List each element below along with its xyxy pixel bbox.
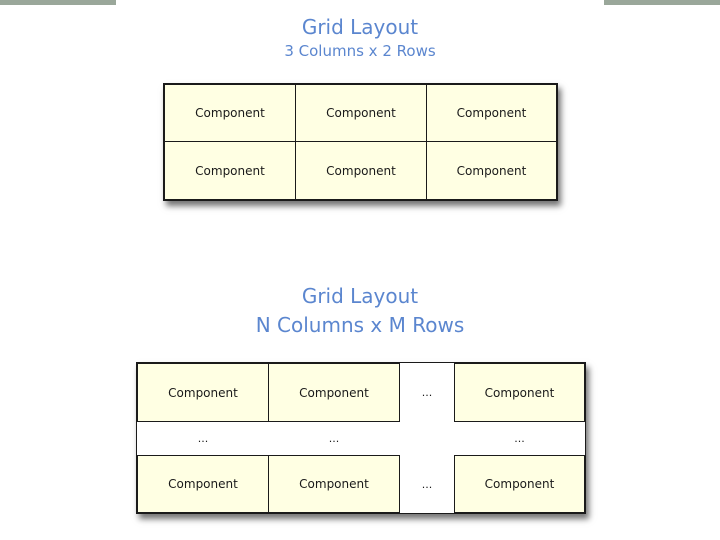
grid-nxm-column-ellipsis: ...	[400, 455, 454, 513]
grid-nxm-cell: Component	[454, 363, 585, 422]
grid-nxm-row-ellipsis: ...	[268, 422, 400, 455]
grid-3x2-subtitle: 3 Columns x 2 Rows	[284, 42, 436, 60]
grid-3x2-cell: Component	[426, 84, 557, 142]
grid-3x2-diagram: Component Component Component Component …	[163, 83, 558, 201]
grid-3x2-cell: Component	[164, 141, 296, 200]
grid-nxm-cell: Component	[268, 363, 400, 422]
grid-nxm-column-ellipsis: ...	[400, 363, 454, 422]
grid-nxm-subtitle: N Columns x M Rows	[255, 313, 465, 337]
grid-nxm-row-ellipsis: ...	[454, 422, 585, 455]
grid-nxm-cell: Component	[137, 455, 269, 513]
grid-3x2-cell: Component	[426, 141, 557, 200]
top-border-left	[0, 0, 116, 5]
grid-nxm-title: Grid Layout	[301, 284, 419, 308]
grid-nxm-cell: Component	[454, 455, 585, 513]
grid-nxm-diagram: Component Component ... Component ... ..…	[136, 362, 586, 514]
grid-nxm-cell: Component	[268, 455, 400, 513]
grid-3x2-title: Grid Layout	[301, 15, 419, 39]
grid-3x2-cell: Component	[295, 141, 427, 200]
grid-3x2-cell: Component	[295, 84, 427, 142]
grid-3x2-cell: Component	[164, 84, 296, 142]
grid-nxm-cell: Component	[137, 363, 269, 422]
top-border-right	[604, 0, 720, 5]
grid-nxm-row-ellipsis: ...	[137, 422, 269, 455]
